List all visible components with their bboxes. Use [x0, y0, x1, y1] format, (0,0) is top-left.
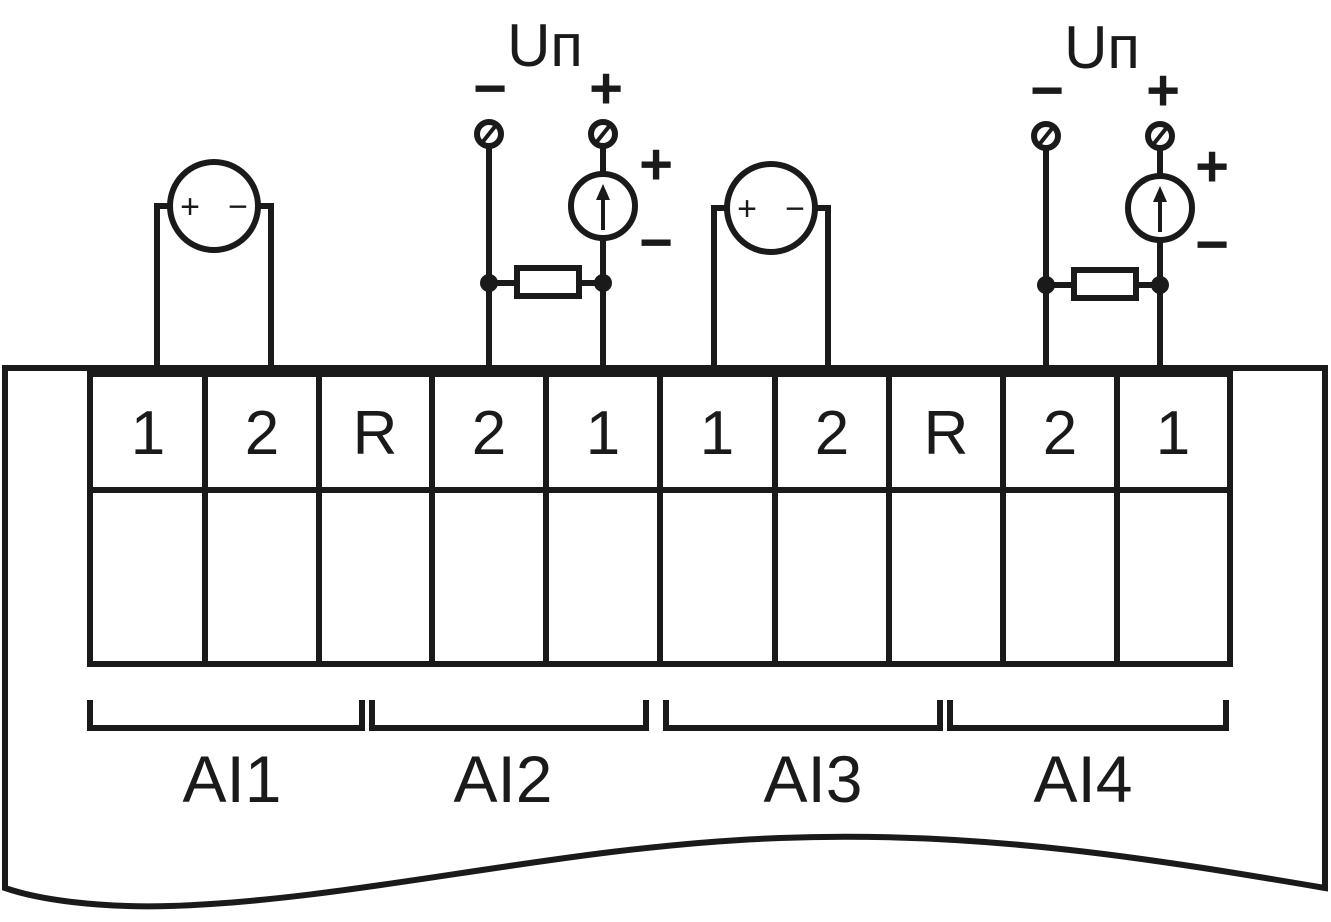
group-bracket-ai4 — [947, 700, 1229, 731]
supply-plus-ai2: + — [589, 56, 623, 121]
group-bracket-ai3 — [663, 700, 943, 731]
group-label-ai3: AI3 — [763, 742, 862, 816]
group-label-ai1: AI1 — [182, 742, 281, 816]
voltage-source-ai3: + − — [711, 161, 831, 368]
terminal-label-5: 1 — [586, 399, 620, 468]
source-plus-ai4: + — [1195, 134, 1229, 199]
supply-label-ai4: Uп — [1064, 14, 1140, 81]
terminal-label-4: 2 — [472, 399, 506, 468]
terminal-label-6: 1 — [700, 399, 734, 468]
terminal-label-8: R — [924, 399, 969, 468]
terminal-label-1: 1 — [131, 399, 165, 468]
terminal-label-2: 2 — [245, 399, 279, 468]
terminal-label-7: 2 — [815, 399, 849, 468]
group-bracket-ai2 — [369, 700, 649, 731]
voltage-source-plus-sign: + — [737, 190, 757, 228]
source-minus-ai4: − — [1195, 212, 1229, 277]
supply-minus-ai2: − — [473, 56, 507, 121]
device-housing — [2, 365, 1328, 910]
supply-label-ai2: Uп — [507, 12, 583, 79]
group-bracket-ai1 — [87, 700, 365, 731]
voltage-source-minus-sign: − — [228, 188, 248, 226]
voltage-source-plus-sign: + — [180, 188, 200, 226]
supply-plus-ai4: + — [1146, 58, 1180, 123]
current-loop-ai4: Uп − + + − — [1030, 14, 1229, 368]
source-plus-ai2: + — [639, 132, 673, 197]
terminal-label-9: 2 — [1043, 399, 1077, 468]
voltage-source-minus-sign: − — [785, 190, 805, 228]
terminal-block — [87, 371, 1233, 667]
current-loop-ai2: Uп − + + − — [473, 12, 673, 368]
supply-minus-ai4: − — [1030, 58, 1064, 123]
group-label-ai4: AI4 — [1033, 742, 1132, 816]
terminal-label-10: 1 — [1156, 399, 1190, 468]
terminal-label-3: R — [353, 399, 398, 468]
group-label-ai2: AI2 — [453, 742, 552, 816]
source-minus-ai2: − — [639, 210, 673, 275]
voltage-source-ai1: + − — [154, 159, 274, 368]
